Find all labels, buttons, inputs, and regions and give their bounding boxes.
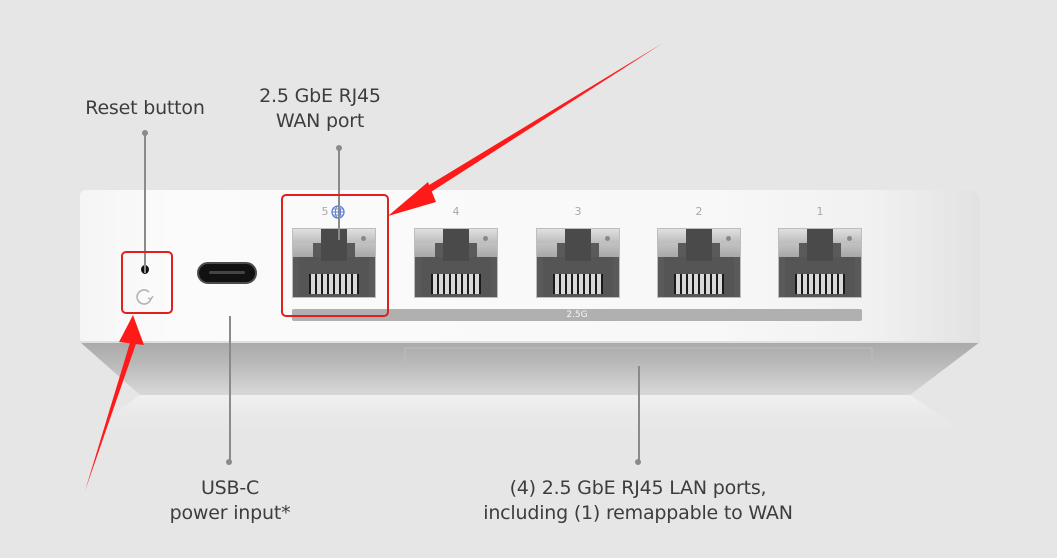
reset-leader-line (144, 133, 146, 273)
wan-port-5 (292, 228, 376, 298)
usb-c-tongue (209, 271, 245, 274)
port-led (605, 236, 610, 241)
reset-highlight-box (121, 251, 173, 314)
reset-icon (136, 289, 154, 305)
wan-port-highlight-box (281, 194, 389, 317)
lan-ports-label-line2: including (1) remappable to WAN (483, 502, 793, 524)
lan-ports-label-line1: (4) 2.5 GbE RJ45 LAN ports, (509, 477, 767, 499)
arrow-to-wan-port (388, 43, 663, 216)
port-led (847, 236, 852, 241)
wan-port-label-line1: 2.5 GbE RJ45 (259, 85, 381, 107)
speed-band-label: 2.5G (292, 309, 862, 321)
usbc-leader-dot (226, 459, 232, 465)
lan-port-4 (414, 228, 498, 298)
port-pins (309, 274, 359, 294)
lan-port-3 (536, 228, 620, 298)
usbc-leader-line (229, 316, 231, 461)
lan-leader-line (638, 366, 640, 461)
port-pins (795, 274, 845, 294)
port-led (726, 236, 731, 241)
reset-button-label: Reset button (85, 97, 205, 119)
lan-port-2 (657, 228, 741, 298)
base-recess-panel (404, 347, 873, 366)
wan-port-label-line2: WAN port (275, 110, 365, 132)
port-number-3: 3 (574, 205, 582, 218)
port-pins (431, 274, 481, 294)
port-led (483, 236, 488, 241)
port-pins (553, 274, 603, 294)
lan-port-1 (778, 228, 862, 298)
port-number-5: 5 (321, 205, 329, 218)
port-led (361, 236, 366, 241)
usb-c-port (197, 262, 257, 284)
port-pins (674, 274, 724, 294)
port-number-2: 2 (695, 205, 703, 218)
usbc-label-line1: USB-C (200, 477, 260, 499)
port-number-1: 1 (816, 205, 824, 218)
lan-leader-dot (635, 459, 641, 465)
port-number-4: 4 (452, 205, 460, 218)
arrow-to-reset-button (85, 315, 144, 491)
usbc-label-line2: power input* (169, 502, 291, 524)
